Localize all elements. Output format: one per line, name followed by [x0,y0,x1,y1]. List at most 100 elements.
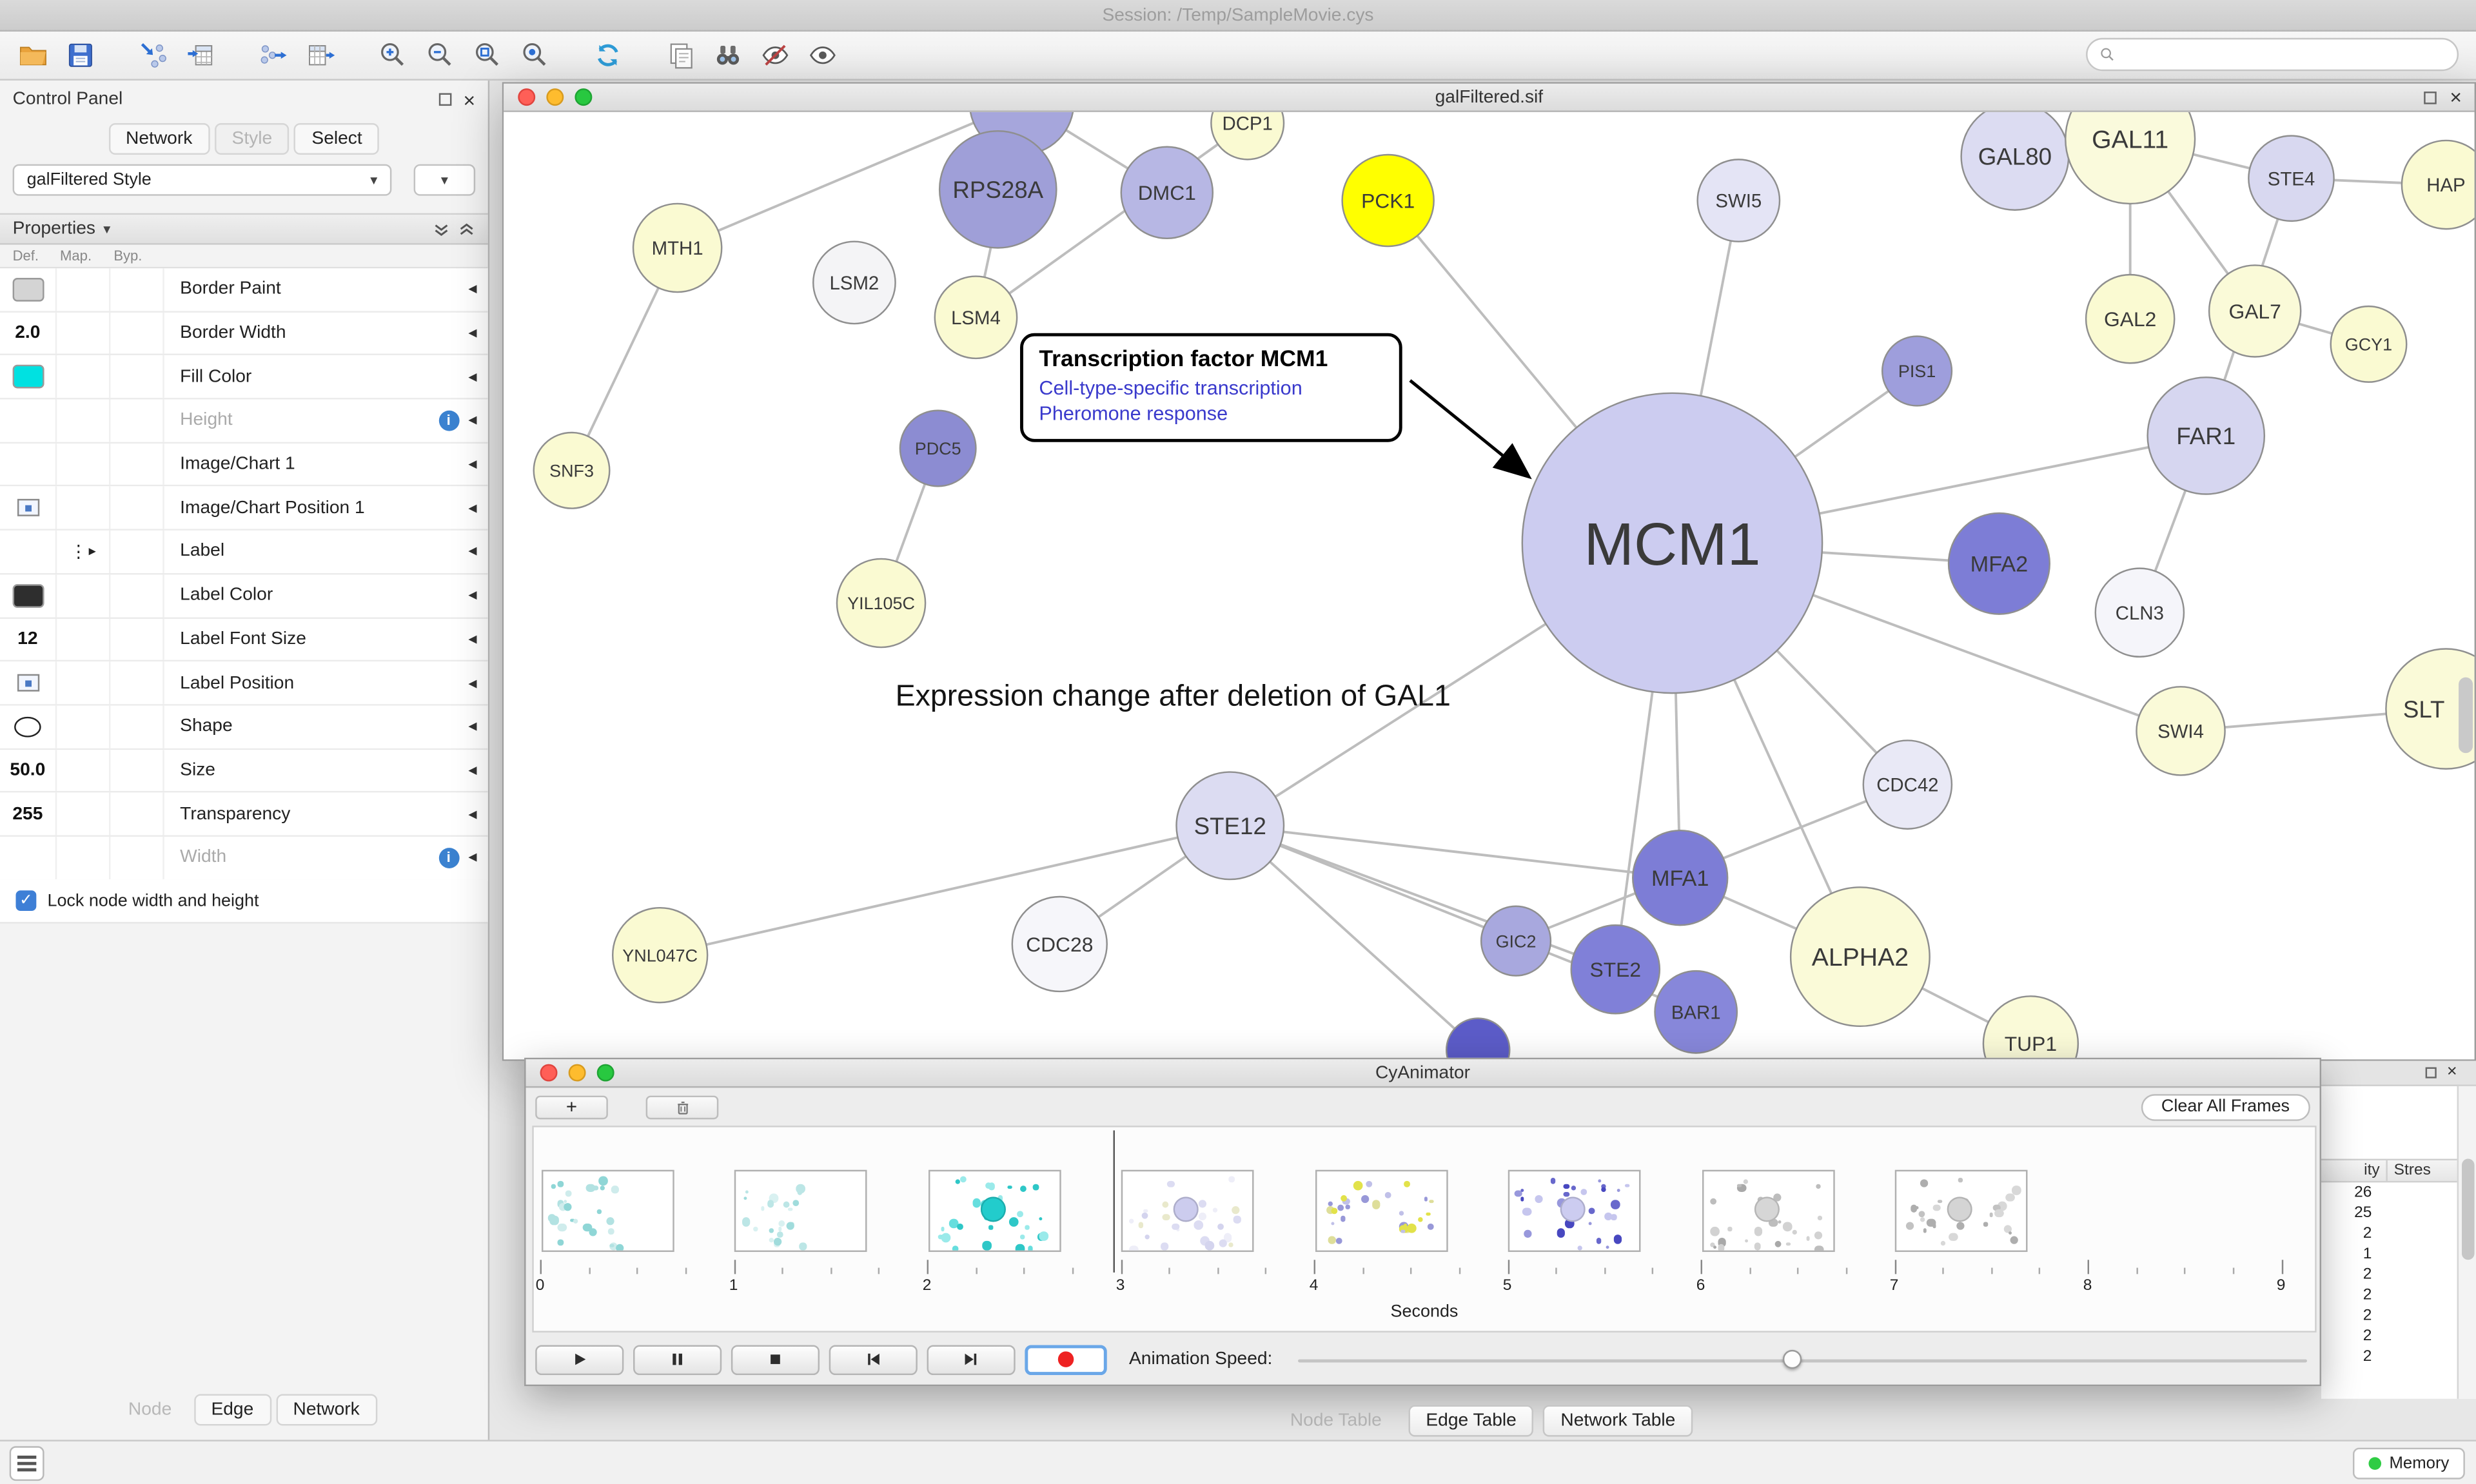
network-node[interactable] [2401,139,2475,230]
table-column-header[interactable]: Stres [2393,1162,2431,1180]
tab-style[interactable]: Style [214,123,290,155]
property-row[interactable]: Label Color◀ [0,574,488,618]
find-network-button[interactable] [707,35,749,76]
zoom-window-icon[interactable] [596,1064,614,1082]
properties-header[interactable]: Properties ▾ [0,213,488,245]
float-panel-icon[interactable] [2424,1067,2436,1079]
network-node[interactable] [632,202,723,293]
search-box[interactable] [2086,37,2459,72]
vertical-scrollbar-thumb[interactable] [2459,677,2473,754]
property-row[interactable]: Image/Chart Position 1◀ [0,487,488,531]
open-session-button[interactable] [13,35,54,76]
network-edge[interactable] [660,824,1231,957]
network-node[interactable] [836,558,927,649]
property-row[interactable]: Label Position◀ [0,661,488,706]
zoom-window-icon[interactable] [575,88,593,106]
animator-titlebar[interactable]: CyAnimator [526,1059,2320,1088]
network-node[interactable] [938,130,1057,249]
network-node[interactable] [2385,648,2475,770]
zoom-out-button[interactable] [420,35,461,76]
network-node[interactable] [1881,335,1953,407]
table-cell-value[interactable]: 1 [2363,1245,2372,1264]
network-edge[interactable] [1230,824,1680,879]
skip-end-button[interactable] [927,1344,1016,1374]
property-row[interactable]: ⋮▶Label◀ [0,531,488,574]
show-panel-button[interactable] [802,35,843,76]
zoom-fit-button[interactable] [467,35,509,76]
network-node[interactable] [899,409,977,487]
network-node[interactable] [1696,159,1781,242]
table-cell-value[interactable]: 25 [2354,1204,2372,1222]
network-node[interactable] [1570,924,1661,1015]
table-cell-value[interactable]: 2 [2363,1327,2372,1345]
info-icon[interactable]: i [438,847,459,868]
import-table-button[interactable] [180,35,221,76]
animation-frame-thumbnail[interactable] [540,1169,674,1253]
property-row[interactable]: Border Paint◀ [0,268,488,313]
play-button[interactable] [535,1344,624,1374]
table-cell-value[interactable]: 2 [2363,1307,2372,1325]
tab-network[interactable]: Network [275,1394,377,1426]
animation-frame-thumbnail[interactable] [1701,1169,1834,1253]
lock-size-checkbox[interactable]: ✓ [15,890,37,912]
close-panel-icon[interactable]: × [463,87,476,112]
network-node[interactable] [611,906,709,1004]
pause-button[interactable] [633,1344,722,1374]
refresh-button[interactable] [587,35,629,76]
save-session-button[interactable] [60,35,101,76]
zoom-in-button[interactable] [373,35,414,76]
float-window-icon[interactable] [2424,90,2437,104]
table-cell-value[interactable]: 2 [2363,1348,2372,1366]
network-window-titlebar[interactable]: galFiltered.sif × [504,83,2475,112]
network-node[interactable] [1480,905,1552,977]
annotation-link[interactable]: Cell-type-specific transcription [1039,377,1302,400]
stop-button[interactable] [731,1344,820,1374]
minimize-window-icon[interactable] [568,1064,586,1082]
network-node[interactable] [2248,135,2335,222]
network-node[interactable] [1175,771,1285,881]
default-value-swatch[interactable] [12,365,44,389]
tab-network-table[interactable]: Network Table [1543,1405,1693,1437]
skip-start-button[interactable] [829,1344,918,1374]
table-column-header[interactable]: ity [2321,1160,2388,1181]
network-edge[interactable] [1230,824,1616,971]
network-node[interactable] [1654,970,1738,1054]
tab-edge[interactable]: Edge [193,1394,271,1426]
network-node[interactable] [1120,146,1214,240]
animation-frame-thumbnail[interactable] [734,1169,867,1253]
add-frame-button[interactable]: + [535,1095,608,1119]
close-window-icon[interactable] [540,1064,558,1082]
property-row[interactable]: Fill Color◀ [0,355,488,400]
float-panel-icon[interactable] [439,93,453,106]
network-node[interactable] [2085,273,2176,364]
expand-all-icon[interactable] [458,220,475,238]
network-node[interactable] [2065,112,2196,205]
animation-frame-thumbnail[interactable] [927,1169,1061,1253]
close-view-icon[interactable]: × [2450,85,2462,109]
tab-edge-table[interactable]: Edge Table [1408,1405,1534,1437]
minimize-window-icon[interactable] [546,88,564,106]
delete-frame-button[interactable] [645,1095,719,1119]
table-cell-value[interactable]: 26 [2354,1184,2372,1202]
export-table-button[interactable] [300,35,341,76]
network-node[interactable] [1947,512,2051,615]
table-cell-value[interactable]: 2 [2363,1286,2372,1304]
hide-panel-button[interactable] [755,35,796,76]
network-node[interactable] [1862,739,1953,830]
network-node[interactable] [2330,305,2408,383]
snapshot-button[interactable] [660,35,702,76]
import-network-button[interactable] [133,35,174,76]
slider-thumb[interactable] [1782,1349,1802,1369]
search-input[interactable] [2122,44,2446,64]
annotation-link[interactable]: Pheromone response [1039,402,1228,425]
property-row[interactable]: Shape◀ [0,705,488,750]
status-list-button[interactable] [9,1446,44,1481]
network-node[interactable] [812,240,896,325]
